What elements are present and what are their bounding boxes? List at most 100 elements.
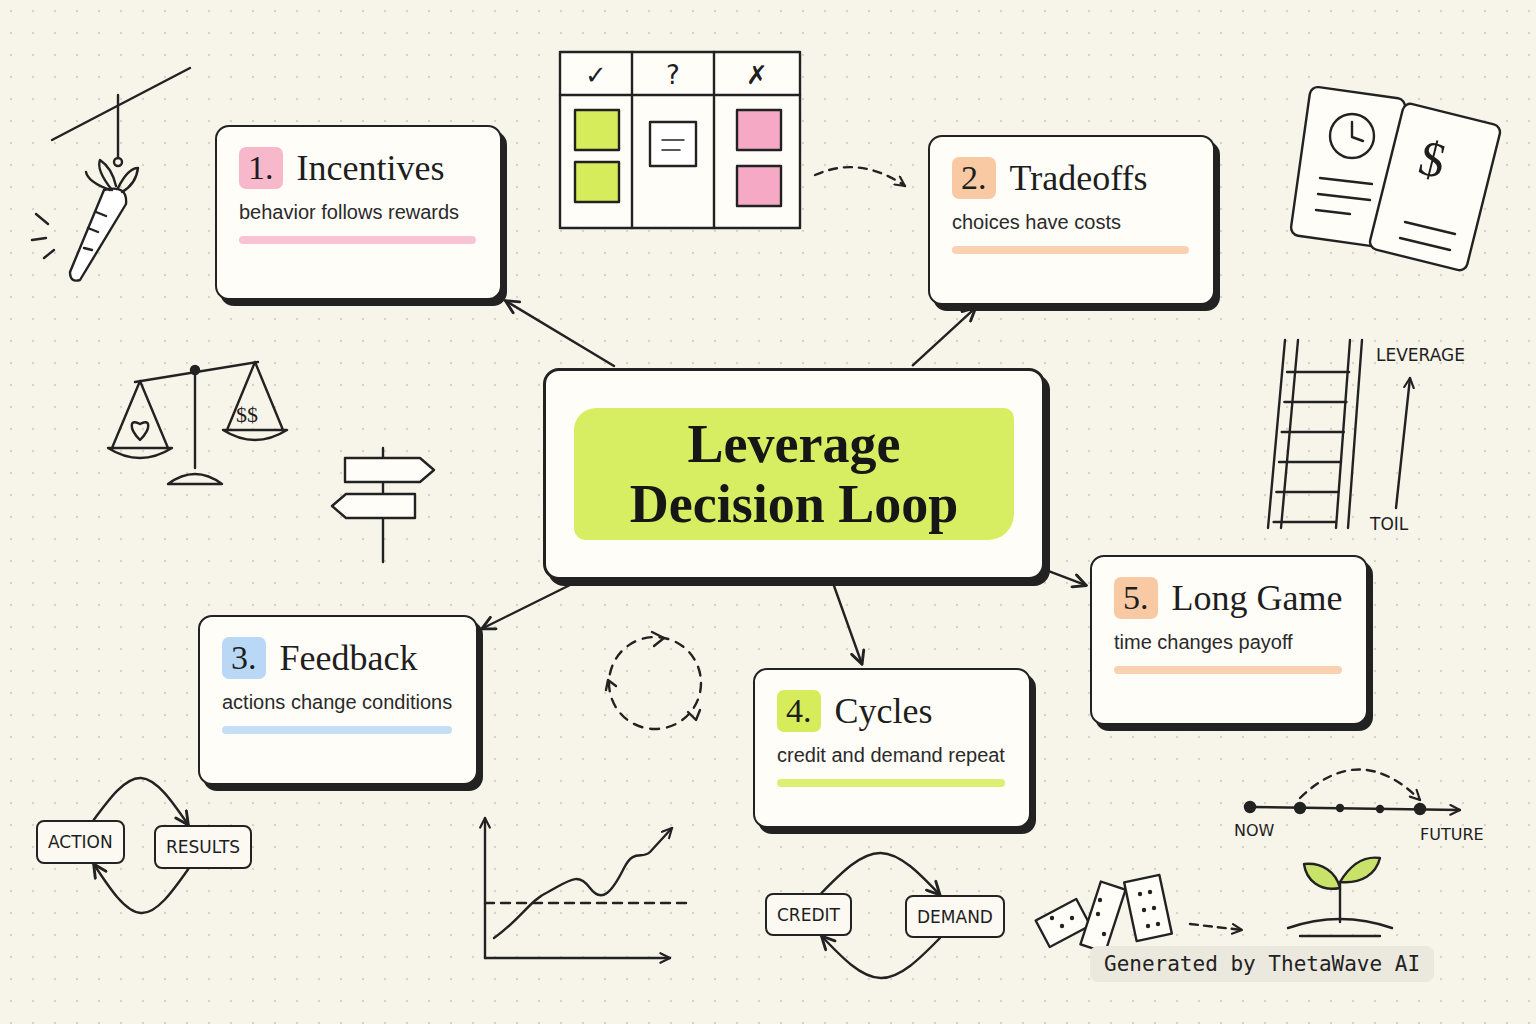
card-subtitle: choices have costs [952,211,1189,234]
connector-arrow [821,936,939,978]
card-title: Long Game [1172,577,1343,619]
loop-tag: CREDIT [765,893,852,936]
line-chart-part [494,828,672,938]
card-header: 1. Incentives [239,147,476,189]
domino-pip [1146,924,1150,928]
domino-pip [1152,906,1156,910]
domino-pip [1138,892,1142,896]
kanban-board-part [560,52,800,228]
domino-pip [1070,916,1074,920]
connector-arrow [913,308,976,366]
highlight-stroke [239,236,476,244]
connector-arrow [94,778,189,825]
kanban-board-part [575,110,619,150]
cycle-arrows [606,632,701,729]
highlight-stroke [1114,666,1342,674]
sprout-part [1288,919,1392,936]
step-number: 2. [952,157,996,199]
card-header: 4. Cycles [777,690,1005,732]
concept-card: 4.Cyclescredit and demand repeat [753,668,1031,828]
time-money-cards [1290,86,1502,272]
cycle-arrows-part [606,632,700,720]
ladder-rung [1282,431,1344,433]
tag-label: RESULTS [166,837,240,857]
kanban-board-part [560,52,800,228]
ladder [1268,340,1410,528]
balance-scale [108,362,287,484]
kanban-board-part [737,110,781,150]
connector-arrow [505,301,614,366]
step-number: 1. [239,147,283,189]
domino-pip [1102,932,1106,936]
money-sign: $$ [236,402,258,428]
highlight-stroke [777,779,1005,787]
domino-pip [1142,908,1146,912]
balance-scale-part [135,362,258,382]
card-title: Feedback [280,637,418,679]
dominoes-part [1050,890,1160,936]
card-header: 2.Tradeoffs [952,157,1189,199]
sprout [1288,858,1392,936]
card-subtitle: behavior follows rewards [239,201,476,224]
time-money-cards-part [1330,114,1374,158]
carrot-on-stick-part [114,158,122,166]
step-number: 3. [222,637,266,679]
tag-label: CREDIT [777,905,840,925]
signpost [332,448,434,562]
concept-card: 3.Feedbackactions change conditions [198,615,478,785]
tag-label: DEMAND [917,907,993,927]
cycle-arrows-part [609,637,701,729]
carrot-on-stick [32,68,190,281]
loop-tag: ACTION [36,820,125,864]
concept-card: 1. Incentives behavior follows rewards [215,125,502,300]
balance-scale-part [194,372,196,468]
balance-scale-part [223,362,287,440]
loop-tag: RESULTS [154,825,252,869]
card-title: Cycles [835,690,933,732]
carrot-on-stick-part [52,68,190,140]
sprout-part [1340,858,1380,883]
domino-pip [1098,898,1102,902]
ladder-rung [1287,371,1349,373]
connector-arrow [94,864,189,913]
loop-tag: DEMAND [905,895,1005,938]
dominoes-part [1190,924,1242,930]
kanban-board [560,52,905,228]
concept-card: 5.Long Gametime changes payoff [1090,555,1368,725]
connector-arrow [821,853,939,895]
balance-scale-part [168,474,222,484]
ladder-rung [1276,491,1338,493]
time-label: NOW [1234,821,1274,840]
kanban-board-part [737,166,781,206]
kanban-board-part [575,162,619,202]
tag-label: ACTION [48,832,113,852]
carrot-on-stick-part [117,95,119,158]
card-header: 3. Feedback [222,637,452,679]
time-label: FUTURE [1420,825,1484,844]
card-title: Incentives [297,147,445,189]
ladder-rung [1279,461,1341,463]
domino-pip [1156,922,1160,926]
carrot-on-stick-part [86,160,138,192]
timeline [1245,769,1460,814]
kanban-board-part [662,140,684,150]
column-maybe: ? [666,60,680,90]
line-chart-part [484,818,486,958]
line-chart-part [485,957,670,959]
kanban-board-part [815,167,905,186]
ladder-rung [1274,521,1336,523]
sprout-part [1304,864,1340,889]
hub-box: Leverage Decision Loop [543,368,1045,580]
domino-pip [1096,912,1100,916]
step-number: 4. [777,690,821,732]
column-done: ✓ [585,60,607,90]
timeline-part [1250,807,1460,810]
domino-pip [1060,924,1064,928]
line-chart [485,818,692,958]
card-subtitle: time changes payoff [1114,631,1342,654]
axis-label: TOIL [1370,514,1408,534]
carrot-on-stick-part [84,212,106,250]
signpost-part [345,458,434,482]
ladder-part [1396,378,1410,508]
